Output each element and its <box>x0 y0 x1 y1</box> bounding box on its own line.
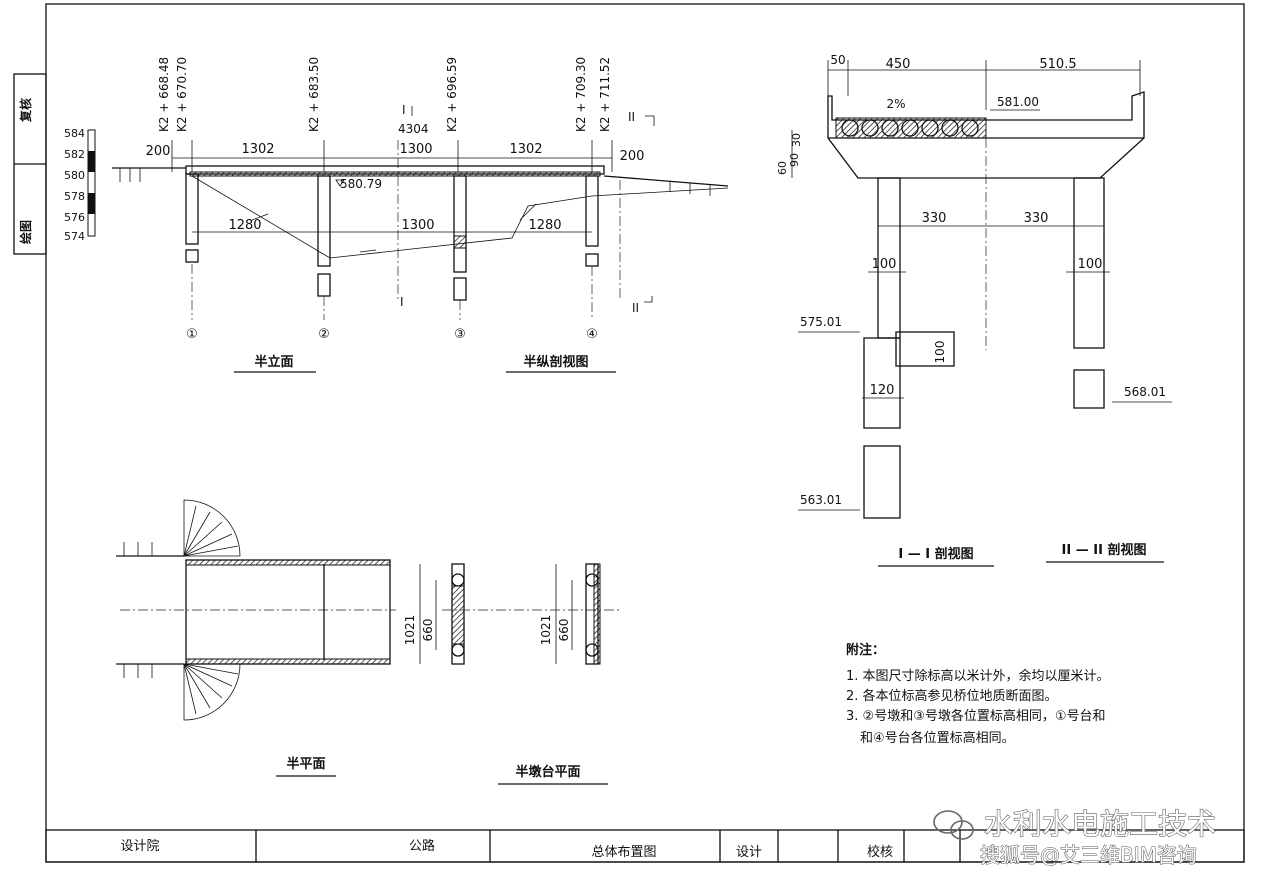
note-line: 和④号台各位置标高相同。 <box>860 730 1015 746</box>
dim-label: 1280 <box>528 218 561 233</box>
section-mark-bottom: II <box>632 301 639 315</box>
dim-label: 450 <box>886 57 911 72</box>
dim-label: 1302 <box>509 142 542 157</box>
note-line: 1. 本图尺寸除标高以米计外，余均以厘米计。 <box>846 668 1110 684</box>
dim-label: 30 <box>790 133 803 147</box>
dim-label: 90 <box>788 153 801 167</box>
pier-2 <box>317 175 331 297</box>
elev-label: 563.01 <box>800 493 842 507</box>
view-title: 半墩台平面 <box>515 764 580 780</box>
dim-label: 1300 <box>401 218 434 233</box>
title-cell: 设计 <box>736 845 762 860</box>
note-line: 2. 各本位标高参见桥位地质断面图。 <box>846 688 1058 704</box>
dim-label: 1021 <box>539 615 553 646</box>
section-dim: 4304 <box>398 122 429 136</box>
section-mark: I <box>402 103 406 117</box>
dim-label: 100 <box>872 257 897 272</box>
note-line: 3. ②号墩和③号墩各位置标高相同，①号台和 <box>846 708 1106 724</box>
elev-label: 568.01 <box>1124 385 1166 399</box>
section-mark: II <box>628 110 635 124</box>
scale-tick: 584 <box>64 127 85 140</box>
station-label: K2 + 711.52 <box>598 57 612 132</box>
dim-label: 510.5 <box>1039 57 1076 72</box>
dim-label: 1300 <box>399 142 432 157</box>
title-cell: 校核 <box>867 844 893 860</box>
view-title: I — I 剖视图 <box>898 546 973 562</box>
pier-3 <box>453 175 467 301</box>
scale-tick: 574 <box>64 230 85 243</box>
pier-number: ① <box>186 327 198 342</box>
station-label: K2 + 683.50 <box>307 57 321 132</box>
pier-number: ④ <box>586 327 598 342</box>
scale-tick: 576 <box>64 211 85 224</box>
station-label: K2 + 668.48 <box>157 57 171 132</box>
title-cell: 设计院 <box>120 839 159 854</box>
side-strip-bottom: 绘图 <box>18 220 33 244</box>
pier-number: ③ <box>454 327 466 342</box>
station-label: K2 + 709.30 <box>574 57 588 132</box>
dim-label: 660 <box>421 619 435 642</box>
dim-label: 1021 <box>403 615 417 646</box>
pier-number: ② <box>318 327 330 342</box>
elev-label: 580.79 <box>340 177 382 191</box>
dim-label: 120 <box>870 383 895 398</box>
section-mark-bottom: I <box>400 295 404 309</box>
dim-label: 330 <box>922 211 947 226</box>
dim-label: 1280 <box>228 218 261 233</box>
station-label: K2 + 670.70 <box>175 57 189 132</box>
dim-label: 200 <box>146 144 171 159</box>
sheet-border <box>45 3 1245 863</box>
title-block: 设计院 公路 总体布置图 设计 校核 <box>45 829 1245 863</box>
watermark-line2: 搜狐号@艾三维BIM咨询 <box>980 843 1197 867</box>
dim-label: 60 <box>776 161 789 175</box>
scale-tick: 580 <box>64 169 85 182</box>
title-cell: 公路 <box>409 838 435 854</box>
deck-elev: 581.00 <box>997 95 1039 109</box>
pier-1 <box>185 173 199 263</box>
dim-label: 50 <box>830 53 845 67</box>
abutment-plan: 1021 660 <box>539 563 601 665</box>
view-title: 半纵剖视图 <box>523 354 588 370</box>
slope-label: 2% <box>886 97 905 111</box>
elev-label: 575.01 <box>800 315 842 329</box>
scale-tick: 582 <box>64 148 85 161</box>
wechat-icon <box>933 810 974 840</box>
half-elevation-view: K2 + 668.48 K2 + 670.70 K2 + 683.50 K2 +… <box>112 57 729 373</box>
dim-label: 1302 <box>241 142 274 157</box>
view-title: II — II 剖视图 <box>1062 542 1147 558</box>
dim-label: 660 <box>557 619 571 642</box>
view-title: 半立面 <box>254 354 293 370</box>
pier-plan: 1021 660 <box>403 563 465 665</box>
cross-section-view: 50 450 510.5 2% 581.00 30 60 90 330 330 <box>776 53 1172 567</box>
half-plan-view: 1021 660 1021 660 半平面 半墩台平面 <box>116 499 620 785</box>
side-strip-top: 复核 <box>18 98 33 123</box>
title-cell: 总体布置图 <box>591 845 656 860</box>
notes-title: 附注： <box>846 642 885 658</box>
dim-label: 100 <box>1078 257 1103 272</box>
watermark-line1: 水利水电施工技术 <box>984 807 1216 841</box>
watermark: 水利水电施工技术 搜狐号@艾三维BIM咨询 <box>933 806 1217 868</box>
scale-tick: 578 <box>64 190 85 203</box>
dim-label: 200 <box>620 149 645 164</box>
notes-block: 附注： 1. 本图尺寸除标高以米计外，余均以厘米计。 2. 各本位标高参见桥位地… <box>846 642 1110 746</box>
station-label: K2 + 696.59 <box>445 57 459 132</box>
dim-label: 100 <box>933 341 947 364</box>
pier-4 <box>585 175 599 267</box>
elevation-scale: 584 582 580 578 576 574 <box>64 127 96 243</box>
deck-voids <box>841 119 979 137</box>
dim-label: 330 <box>1024 211 1049 226</box>
view-title: 半平面 <box>286 756 325 772</box>
